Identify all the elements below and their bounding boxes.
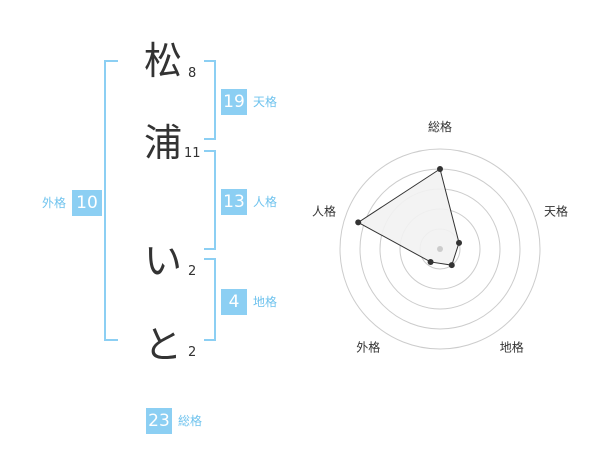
radar-point-2 bbox=[448, 262, 455, 269]
radar-axis-label-4: 人格 bbox=[312, 203, 336, 218]
jinkaku-label: 人格 bbox=[253, 195, 278, 209]
chikaku-label: 地格 bbox=[253, 295, 278, 309]
gaikaku-value: 10 bbox=[72, 190, 102, 216]
stroke-count-2: 11 bbox=[184, 146, 201, 161]
radar-ring bbox=[339, 148, 541, 350]
gaikaku-label: 外格 bbox=[42, 196, 67, 210]
jinkaku-bracket bbox=[204, 150, 216, 250]
chikaku-bracket bbox=[204, 258, 216, 341]
chikaku-value: 4 bbox=[221, 289, 247, 315]
name-char-3: い bbox=[143, 239, 182, 283]
radar-point-3 bbox=[427, 258, 434, 265]
stroke-count-4: 2 bbox=[188, 345, 197, 360]
soukaku-label: 総格 bbox=[178, 414, 203, 428]
radar-point-1 bbox=[456, 239, 463, 246]
stroke-count-3: 2 bbox=[188, 264, 197, 279]
tenkaku-bracket bbox=[204, 60, 216, 140]
name-char-2: 浦 bbox=[143, 121, 182, 165]
soukaku-value: 23 bbox=[146, 408, 172, 434]
radar-point-0 bbox=[437, 166, 443, 172]
radar-axis-label-1: 天格 bbox=[544, 203, 568, 218]
gaikaku-bracket bbox=[104, 60, 118, 341]
name-char-4: と bbox=[143, 323, 182, 367]
radar-axis-label-3: 外格 bbox=[356, 340, 380, 355]
radar-axis-label-0: 総格 bbox=[428, 119, 452, 134]
radar-center-point bbox=[437, 246, 443, 252]
tenkaku-value: 19 bbox=[221, 89, 247, 115]
name-char-1: 松 bbox=[143, 39, 182, 83]
radar-axis-label-2: 地格 bbox=[500, 340, 524, 355]
radar-data-polygon bbox=[357, 168, 460, 266]
jinkaku-value: 13 bbox=[221, 189, 247, 215]
stroke-count-1: 8 bbox=[188, 66, 197, 81]
radar-data-points bbox=[355, 166, 463, 269]
radar-point-4 bbox=[355, 219, 362, 226]
tenkaku-label: 天格 bbox=[253, 95, 278, 109]
